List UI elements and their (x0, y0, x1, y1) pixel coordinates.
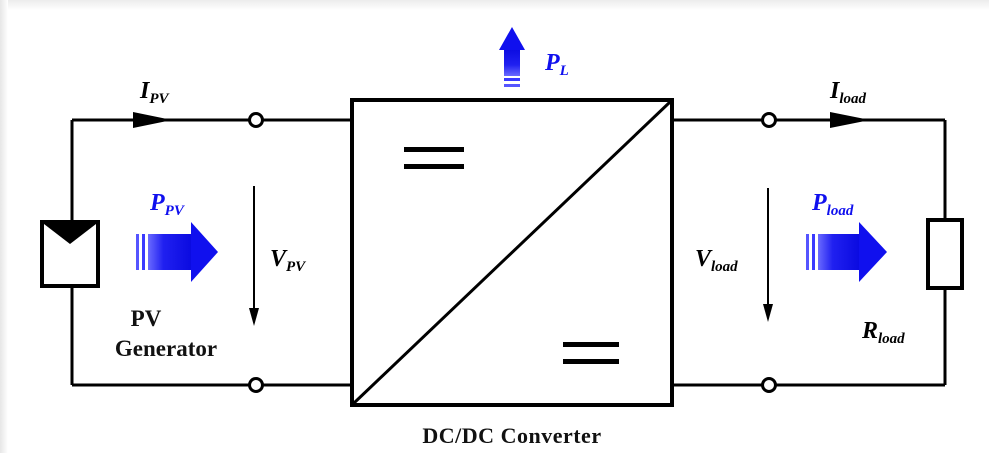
window-top-shadow (0, 0, 989, 10)
terminal-right-bottom (761, 377, 777, 393)
dcdc-converter-block (350, 98, 674, 407)
power-arrow-ppv-icon (136, 222, 218, 282)
converter-diagonal (352, 100, 672, 405)
label-pl: PL (544, 50, 569, 79)
pv-generator-symbol (40, 220, 100, 288)
current-arrow-ipv-icon (133, 112, 172, 128)
label-vload: Vload (695, 246, 738, 275)
label-pload: Pload (811, 190, 854, 219)
label-rload: Rload (861, 318, 905, 347)
label-ppv: PPV (149, 190, 186, 219)
power-arrow-pl-icon (499, 27, 525, 87)
current-arrow-iload-icon (830, 112, 870, 128)
label-dcdc-converter: DC/DC Converter (422, 423, 601, 448)
load-resistor-symbol (926, 218, 964, 290)
terminal-right-top (761, 112, 777, 128)
label-pv-generator-line1: PV (131, 306, 162, 331)
label-pv-generator-line2: Generator (115, 336, 217, 361)
terminal-left-top (248, 112, 264, 128)
voltage-arrow-vpv-icon (249, 186, 259, 326)
label-vpv: VPV (270, 246, 307, 275)
terminals (248, 112, 777, 393)
label-iload: Iload (829, 78, 867, 107)
label-ipv: IPV (139, 78, 171, 107)
terminal-left-bottom (248, 377, 264, 393)
power-arrow-pload-icon (806, 222, 887, 282)
voltage-arrow-vload-icon (763, 188, 773, 322)
pv-diode-triangle-icon (44, 224, 96, 244)
dc-symbol-input-icon (404, 147, 464, 169)
dc-symbol-output-icon (563, 342, 619, 364)
window-left-shadow (0, 0, 8, 453)
